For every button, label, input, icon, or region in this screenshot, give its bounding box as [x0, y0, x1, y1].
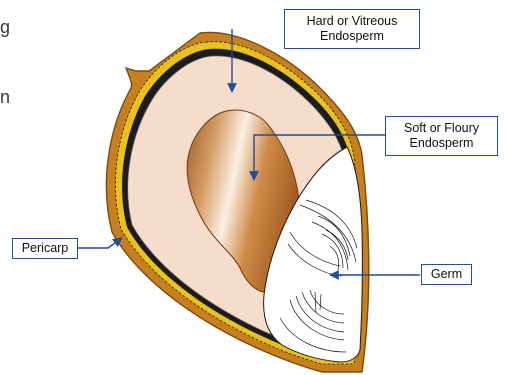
pericarp-arrow: [78, 238, 122, 248]
soft-endosperm-label-line2: Endosperm: [386, 136, 497, 151]
hard-endosperm-label-line1: Hard or Vitreous: [285, 14, 419, 29]
soft-endosperm-label: Soft or Floury Endosperm: [385, 116, 498, 156]
soft-endosperm-label-line1: Soft or Floury: [386, 121, 497, 136]
hard-endosperm-label: Hard or Vitreous Endosperm: [284, 9, 420, 49]
hard-endosperm-label-line2: Endosperm: [285, 29, 419, 44]
germ-label: Germ: [421, 264, 472, 285]
pericarp-label: Pericarp: [12, 238, 78, 259]
